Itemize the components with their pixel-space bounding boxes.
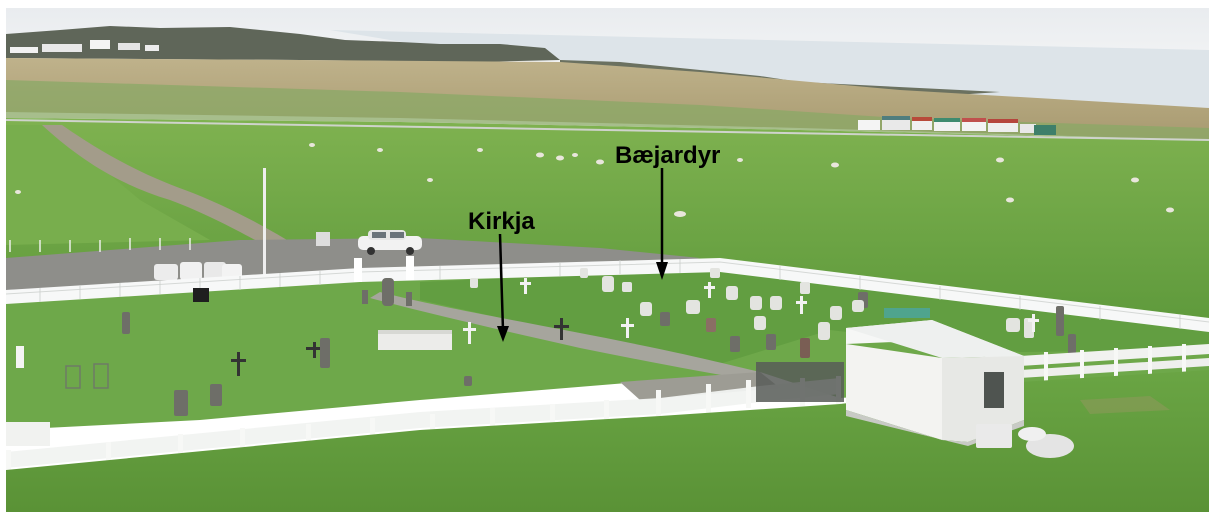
- kirkja-label: Kirkja: [468, 208, 535, 235]
- white-sacks: [154, 262, 242, 280]
- white-box: [6, 422, 50, 446]
- sea: [330, 30, 1209, 108]
- grazing-sheep: [15, 143, 1174, 217]
- white-shed: [846, 320, 1024, 446]
- distant-headland: [6, 26, 560, 62]
- main-pasture: [6, 118, 1209, 320]
- distant-shoreline: [560, 60, 1000, 96]
- grave-crosses: [231, 278, 1039, 376]
- left-fence-posts: [9, 238, 191, 252]
- kirkja-arrowhead: [497, 326, 509, 342]
- cemetery-path: [370, 292, 760, 380]
- farm-buildings: [858, 116, 1056, 135]
- gravel-parking: [6, 238, 700, 290]
- far-fence-line: [5, 119, 1210, 141]
- worn-patch: [1080, 396, 1170, 414]
- cemetery-gate: [756, 362, 844, 402]
- gravel-road: [42, 125, 300, 248]
- shed-debris: [976, 424, 1074, 458]
- far-village-left: [10, 40, 159, 53]
- flag-pole: [263, 168, 266, 278]
- white-car: [358, 230, 422, 255]
- annotation-arrows[interactable]: [497, 168, 668, 342]
- baejardyr-arrowhead: [656, 262, 668, 280]
- small-sign: [316, 232, 330, 246]
- kirkja-arrow-line: [498, 233, 505, 331]
- gravestones: [16, 278, 1076, 416]
- grave-enclosure: [378, 330, 452, 350]
- baejardyr-label: Bæjardyr: [615, 142, 720, 169]
- right-fence: [1020, 344, 1209, 382]
- left-pasture: [6, 125, 210, 245]
- green-tarp: [884, 308, 930, 318]
- grave-railings: [65, 363, 109, 389]
- pale-headstones: [470, 268, 1034, 340]
